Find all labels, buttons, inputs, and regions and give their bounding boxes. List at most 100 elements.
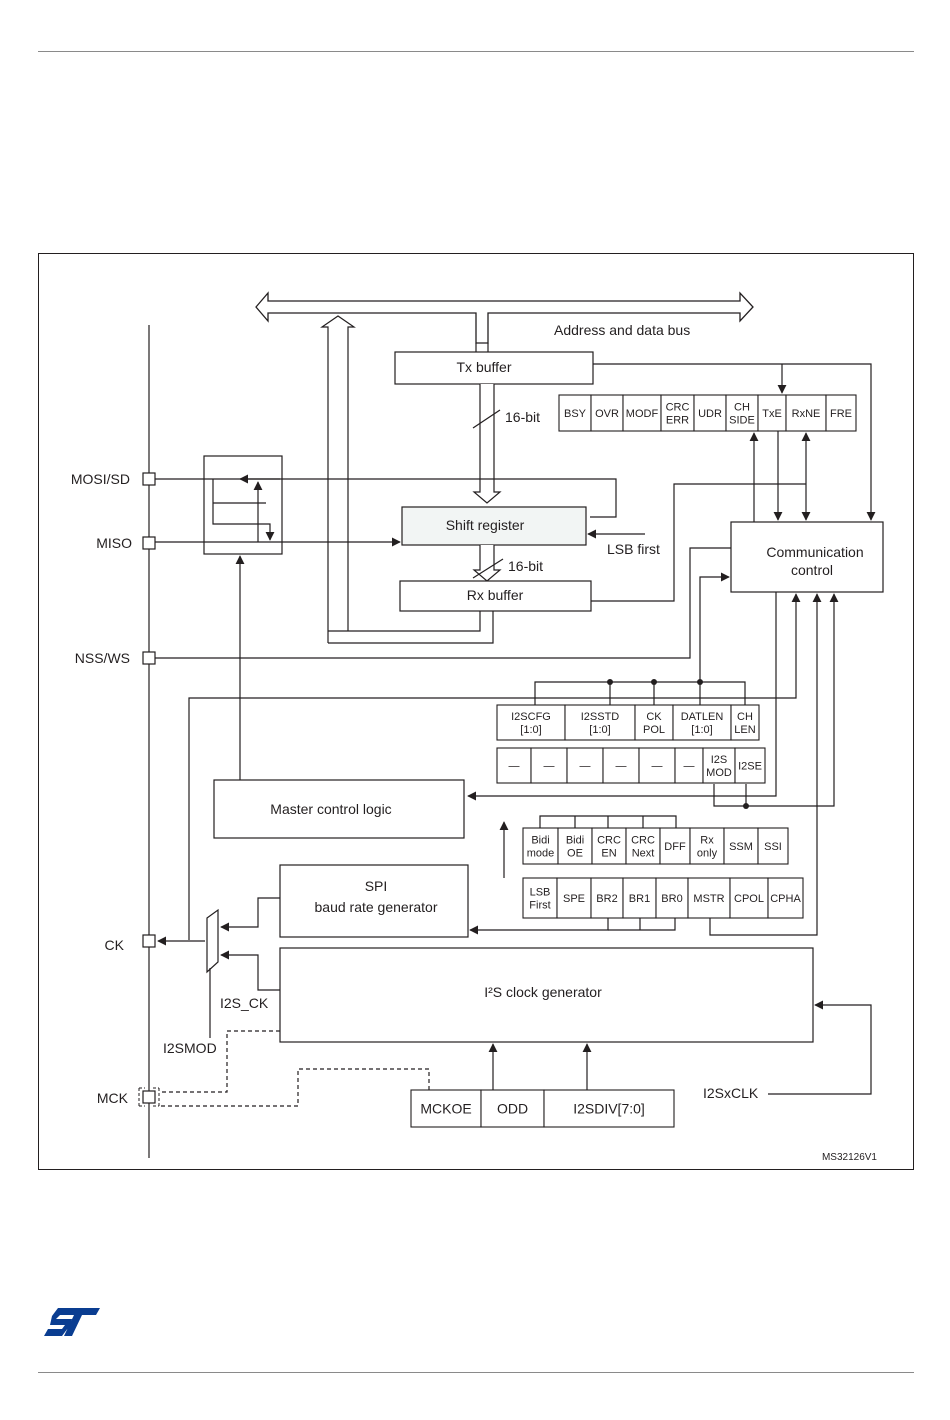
i2s-mode-bit-label: I2S — [711, 754, 728, 766]
tx-to-shift-arrow — [472, 384, 502, 504]
control-bit-cell — [522, 877, 558, 919]
shift-register-label: Shift register — [446, 517, 525, 533]
i2s-config-register-high: I2SCFG[1:0]I2SSTD[1:0]CKPOLDATLEN[1:0]CH… — [496, 704, 760, 741]
control-bit-label: LSB — [530, 886, 551, 898]
control-bit-cell — [723, 827, 759, 865]
prescaler-bit-label: ODD — [497, 1100, 528, 1116]
control-bit-label: only — [697, 847, 718, 859]
i2s-config-bit-label: [1:0] — [520, 724, 541, 736]
i2s-mode-bit-label: — — [616, 760, 627, 772]
i2s-config-bit-label: POL — [643, 724, 665, 736]
i2s-ck-label: I2S_CK — [220, 995, 269, 1011]
i2s-config-bit-label: LEN — [734, 724, 755, 736]
status-bit-label: CH — [734, 401, 750, 413]
clock-mux — [206, 908, 219, 974]
tx-buffer-box — [394, 351, 594, 385]
pin-mosi: MOSI/SD — [71, 471, 156, 487]
svg-text:MOSI/SD: MOSI/SD — [71, 471, 130, 487]
tx-buffer-label: Tx buffer — [457, 359, 512, 375]
status-bit-cell — [825, 394, 857, 432]
i2s-mode-bit-cell — [674, 747, 704, 784]
control-bit-label: Rx — [700, 834, 714, 846]
i2s-config-bit-label: DATLEN — [681, 711, 724, 723]
control-bit-cell — [655, 877, 689, 919]
status-bit-label: OVR — [595, 408, 619, 420]
control-bit-label: MSTR — [693, 893, 724, 905]
address-data-bus-arrow — [255, 291, 754, 344]
control-bit-label: mode — [527, 847, 555, 859]
bus-label: Address and data bus — [554, 322, 690, 338]
top-rule — [38, 51, 914, 52]
i2s-config-bit-label: CH — [737, 711, 753, 723]
i2s-prescaler-register: MCKOE ODD I2SDIV[7:0] — [410, 1089, 675, 1128]
control-bit-label: Bidi — [566, 834, 584, 846]
i2s-config-bit-label: [1:0] — [589, 724, 610, 736]
control-bit-cell — [622, 877, 657, 919]
i2s-config-bit-label: I2SSTD — [581, 711, 620, 723]
bottom-rule — [38, 1372, 914, 1373]
i2s-mode-bit-label: MOD — [706, 767, 732, 779]
spi-baud-line2: baud rate generator — [315, 899, 438, 915]
master-control-label: Master control logic — [270, 801, 391, 817]
control-bit-cell — [689, 827, 725, 865]
status-bit-cell — [693, 394, 727, 432]
pin-mck: MCK — [97, 1087, 160, 1107]
status-bit-label: ERR — [666, 414, 689, 426]
control-bit-label: CRC — [631, 834, 655, 846]
status-bit-label: BSY — [564, 408, 587, 420]
lsb-first-label: LSB first — [607, 541, 660, 557]
st-logo — [44, 1308, 100, 1336]
control-bit-label: CPHA — [770, 893, 801, 905]
control-bit-label: DFF — [664, 841, 686, 853]
i2s-mode-bit-cell — [566, 747, 604, 784]
i2s-mode-bit-cell — [734, 747, 766, 784]
figure-id: MS32126V1 — [822, 1152, 877, 1163]
status-bit-label: TxE — [762, 408, 782, 420]
control-bit-cell — [522, 827, 559, 865]
prescaler-bit-label: MCKOE — [420, 1100, 471, 1116]
i2s-mode-bit-label: — — [509, 760, 520, 772]
comm-control-line1: Communication — [766, 544, 863, 560]
control-bit-label: BR0 — [661, 893, 682, 905]
prescaler-bit-cell — [480, 1089, 545, 1128]
control-bit-label: BR2 — [596, 893, 617, 905]
i2s-mode-bit-label: — — [580, 760, 591, 772]
i2s-mode-bit-label: — — [684, 760, 695, 772]
rx-to-bus-arrow — [320, 315, 356, 631]
control-bit-label: First — [529, 899, 550, 911]
control-bit-cell — [557, 827, 593, 865]
shift-register-box — [401, 506, 587, 546]
status-bit-label: UDR — [698, 408, 722, 420]
i2smod-label: I2SMOD — [163, 1040, 217, 1056]
bit16-top-label: 16-bit — [505, 409, 540, 425]
status-bit-cell — [622, 394, 662, 432]
pin-ck: CK — [105, 934, 156, 953]
status-bit-label: FRE — [830, 408, 852, 420]
control-bit-cell — [591, 827, 627, 865]
i2s-mode-bit-cell — [602, 747, 640, 784]
spi-baud-rate-box — [279, 864, 469, 938]
status-bit-label: SIDE — [729, 414, 755, 426]
spi-baud-line1: SPI — [365, 878, 388, 894]
control-bit-label: SPE — [563, 893, 585, 905]
status-bit-cell — [757, 394, 787, 432]
control-bit-label: BR1 — [629, 893, 650, 905]
i2s-clock-generator-label: I²S clock generator — [484, 984, 602, 1000]
control-bit-cell — [687, 877, 731, 919]
master-control-box — [213, 779, 465, 839]
prescaler-bit-label: I2SDIV[7:0] — [573, 1100, 645, 1116]
status-bit-cell — [558, 394, 592, 432]
pin-nss: NSS/WS — [75, 650, 156, 666]
control-bit-label: SSI — [764, 841, 782, 853]
rx-buffer-label: Rx buffer — [467, 587, 524, 603]
i2s-mode-bit-label: — — [652, 760, 663, 772]
svg-text:NSS/WS: NSS/WS — [75, 650, 130, 666]
communication-control-box — [730, 521, 884, 593]
comm-control-line2: control — [791, 562, 833, 578]
control-bit-label: OE — [567, 847, 583, 859]
control-bit-label: Next — [632, 847, 655, 859]
